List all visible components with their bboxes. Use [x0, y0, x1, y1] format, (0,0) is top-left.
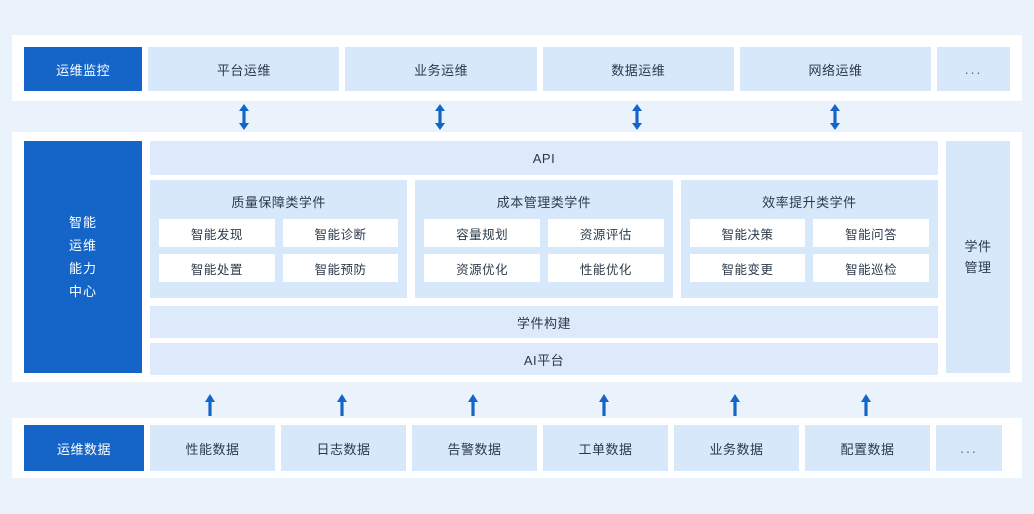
double-arrow-vertical-icon-3 [631, 104, 643, 130]
bottom-item-log-data[interactable]: 日志数据 [281, 425, 406, 471]
arrow-up-icon-4 [598, 394, 610, 416]
group-grid-efficiency-improvement: 智能决策 智能问答 智能变更 智能巡检 [689, 219, 929, 282]
api-bar[interactable]: API [150, 141, 938, 175]
ai-platform-bar[interactable]: AI平台 [150, 343, 938, 375]
group-grid-cost-management: 容量规划 资源评估 资源优化 性能优化 [424, 219, 664, 282]
top-item-platform-ops[interactable]: 平台运维 [148, 47, 340, 91]
arrow-up-icon-6 [860, 394, 872, 416]
chip-intelligent-discovery[interactable]: 智能发现 [159, 219, 275, 247]
top-item-business-ops[interactable]: 业务运维 [345, 47, 537, 91]
chip-capacity-planning[interactable]: 容量规划 [424, 219, 540, 247]
top-layer-row: 运维监控 平台运维 业务运维 数据运维 网络运维 ... [24, 47, 1011, 91]
capability-center-line-3: 能力 [68, 261, 97, 276]
chip-intelligent-inspection[interactable]: 智能巡检 [813, 254, 929, 282]
chip-intelligent-change[interactable]: 智能变更 [689, 254, 806, 282]
group-quality-assurance[interactable]: 质量保障类学件 智能发现 智能诊断 智能处置 智能预防 [150, 180, 408, 298]
capability-center-line-2: 运维 [68, 238, 97, 253]
chip-resource-assessment[interactable]: 资源评估 [547, 219, 664, 247]
arrow-up-icon-3 [467, 394, 479, 416]
bottom-primary-ops-data[interactable]: 运维数据 [24, 425, 144, 471]
group-title-quality-assurance: 质量保障类学件 [231, 195, 326, 210]
arrow-up-icon-1 [204, 394, 216, 416]
bottom-overflow-ellipsis[interactable]: ... [936, 425, 1002, 471]
capability-center-line-4: 中心 [68, 284, 97, 299]
chip-performance-optimization[interactable]: 性能优化 [547, 254, 664, 282]
chip-resource-optimization[interactable]: 资源优化 [424, 254, 540, 282]
bottom-item-performance-data[interactable]: 性能数据 [150, 425, 275, 471]
chip-intelligent-prevention[interactable]: 智能预防 [282, 254, 399, 282]
group-grid-quality-assurance: 智能发现 智能诊断 智能处置 智能预防 [159, 219, 399, 282]
chip-intelligent-qa[interactable]: 智能问答 [813, 219, 929, 247]
learnware-groups: 质量保障类学件 智能发现 智能诊断 智能处置 智能预防 成本管理类学件 容量规划… [150, 180, 938, 298]
double-arrow-vertical-icon-2 [434, 104, 446, 130]
chip-intelligent-disposal[interactable]: 智能处置 [159, 254, 275, 282]
top-item-network-ops[interactable]: 网络运维 [739, 47, 932, 91]
double-arrow-vertical-icon-1 [238, 104, 250, 130]
top-overflow-ellipsis[interactable]: ... [937, 47, 1011, 91]
bottom-item-ticket-data[interactable]: 工单数据 [543, 425, 668, 471]
group-efficiency-improvement[interactable]: 效率提升类学件 智能决策 智能问答 智能变更 智能巡检 [680, 180, 938, 298]
top-item-data-ops[interactable]: 数据运维 [542, 47, 734, 91]
bottom-item-business-data[interactable]: 业务数据 [674, 425, 799, 471]
chip-intelligent-diagnosis[interactable]: 智能诊断 [282, 219, 399, 247]
arrow-up-icon-5 [729, 394, 741, 416]
learnware-management-panel[interactable]: 学件 管理 [946, 141, 1010, 373]
capability-center-line-1: 智能 [68, 215, 97, 230]
bottom-item-alarm-data[interactable]: 告警数据 [412, 425, 537, 471]
bottom-item-config-data[interactable]: 配置数据 [805, 425, 930, 471]
learnware-management-line-2: 管理 [964, 260, 992, 275]
top-primary-ops-monitoring[interactable]: 运维监控 [24, 47, 143, 91]
group-cost-management[interactable]: 成本管理类学件 容量规划 资源评估 资源优化 性能优化 [415, 180, 673, 298]
capability-center-panel[interactable]: 智能 运维 能力 中心 [24, 141, 142, 373]
chip-intelligent-decision[interactable]: 智能决策 [689, 219, 806, 247]
double-arrow-vertical-icon-4 [829, 104, 841, 130]
arrow-up-icon-2 [336, 394, 348, 416]
learnware-build-bar[interactable]: 学件构建 [150, 306, 938, 338]
group-title-efficiency-improvement: 效率提升类学件 [762, 195, 857, 210]
bottom-layer-row: 运维数据 性能数据 日志数据 告警数据 工单数据 业务数据 配置数据 ... [24, 425, 1010, 471]
learnware-management-line-1: 学件 [964, 239, 992, 254]
group-title-cost-management: 成本管理类学件 [496, 195, 592, 210]
